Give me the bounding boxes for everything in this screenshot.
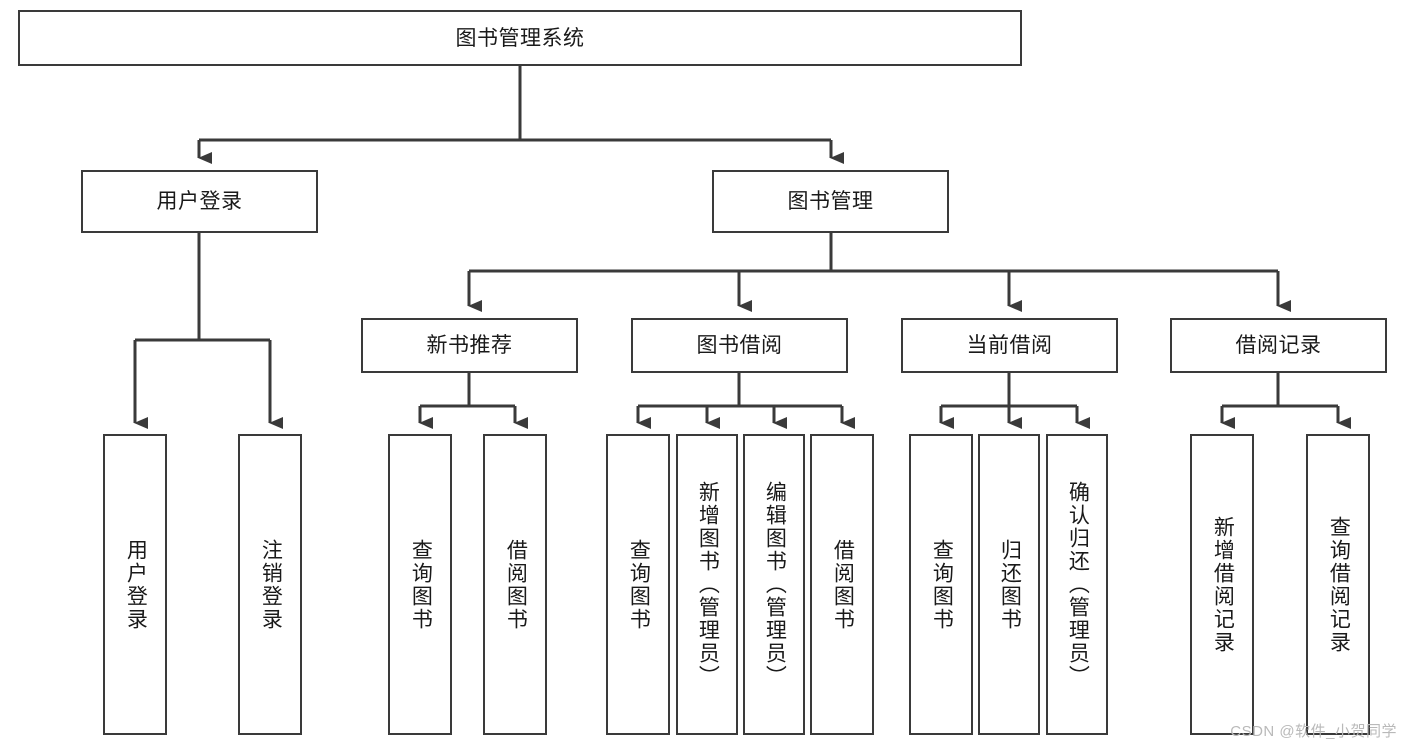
leaf-label: 用户登录 — [124, 538, 148, 631]
node-book-management-label: 图书管理 — [787, 190, 874, 213]
watermark: CSDN @软件_小贺同学 — [1230, 723, 1397, 740]
leaf-label: 借阅图书 — [504, 538, 528, 631]
leaf-user-login-logout[interactable]: 注销登录 — [238, 434, 302, 735]
leaf-label: 注销登录 — [259, 538, 283, 631]
leaf-borrow-borrow-book[interactable]: 借阅图书 — [810, 434, 874, 735]
leaf-label: 查询图书 — [409, 538, 433, 631]
leaf-current-query-book[interactable]: 查询图书 — [909, 434, 973, 735]
leaf-borrow-edit-book-admin[interactable]: 编辑图书（管理员） — [743, 434, 805, 735]
leaf-label: 归还图书 — [998, 538, 1022, 631]
node-new-book-recommend-label: 新书推荐 — [426, 334, 513, 357]
leaf-label: 查询借阅记录 — [1327, 515, 1351, 654]
node-user-login[interactable]: 用户登录 — [81, 170, 318, 233]
leaf-current-return-book[interactable]: 归还图书 — [978, 434, 1040, 735]
leaf-record-query-record[interactable]: 查询借阅记录 — [1306, 434, 1370, 735]
leaf-record-add-record[interactable]: 新增借阅记录 — [1190, 434, 1254, 735]
leaf-label: 确认归还（管理员） — [1066, 481, 1090, 688]
leaf-current-confirm-return-admin[interactable]: 确认归还（管理员） — [1046, 434, 1108, 735]
leaf-new-book-borrow[interactable]: 借阅图书 — [483, 434, 547, 735]
node-book-management[interactable]: 图书管理 — [712, 170, 949, 233]
node-root[interactable]: 图书管理系统 — [18, 10, 1022, 66]
node-book-borrow-label: 图书借阅 — [696, 334, 783, 357]
leaf-label: 编辑图书（管理员） — [763, 481, 787, 688]
leaf-new-book-query[interactable]: 查询图书 — [388, 434, 452, 735]
leaf-label: 新增图书（管理员） — [696, 481, 720, 688]
leaf-label: 新增借阅记录 — [1211, 515, 1235, 654]
node-borrow-record[interactable]: 借阅记录 — [1170, 318, 1387, 373]
leaf-label: 借阅图书 — [831, 538, 855, 631]
leaf-label: 查询图书 — [930, 538, 954, 631]
node-current-borrow[interactable]: 当前借阅 — [901, 318, 1118, 373]
node-user-login-label: 用户登录 — [156, 190, 243, 213]
node-book-borrow[interactable]: 图书借阅 — [631, 318, 848, 373]
leaf-user-login-login[interactable]: 用户登录 — [103, 434, 167, 735]
leaf-label: 查询图书 — [627, 538, 651, 631]
leaf-borrow-add-book-admin[interactable]: 新增图书（管理员） — [676, 434, 738, 735]
node-current-borrow-label: 当前借阅 — [966, 334, 1053, 357]
node-borrow-record-label: 借阅记录 — [1235, 334, 1322, 357]
leaf-borrow-query-book[interactable]: 查询图书 — [606, 434, 670, 735]
node-new-book-recommend[interactable]: 新书推荐 — [361, 318, 578, 373]
node-root-label: 图书管理系统 — [455, 26, 585, 50]
